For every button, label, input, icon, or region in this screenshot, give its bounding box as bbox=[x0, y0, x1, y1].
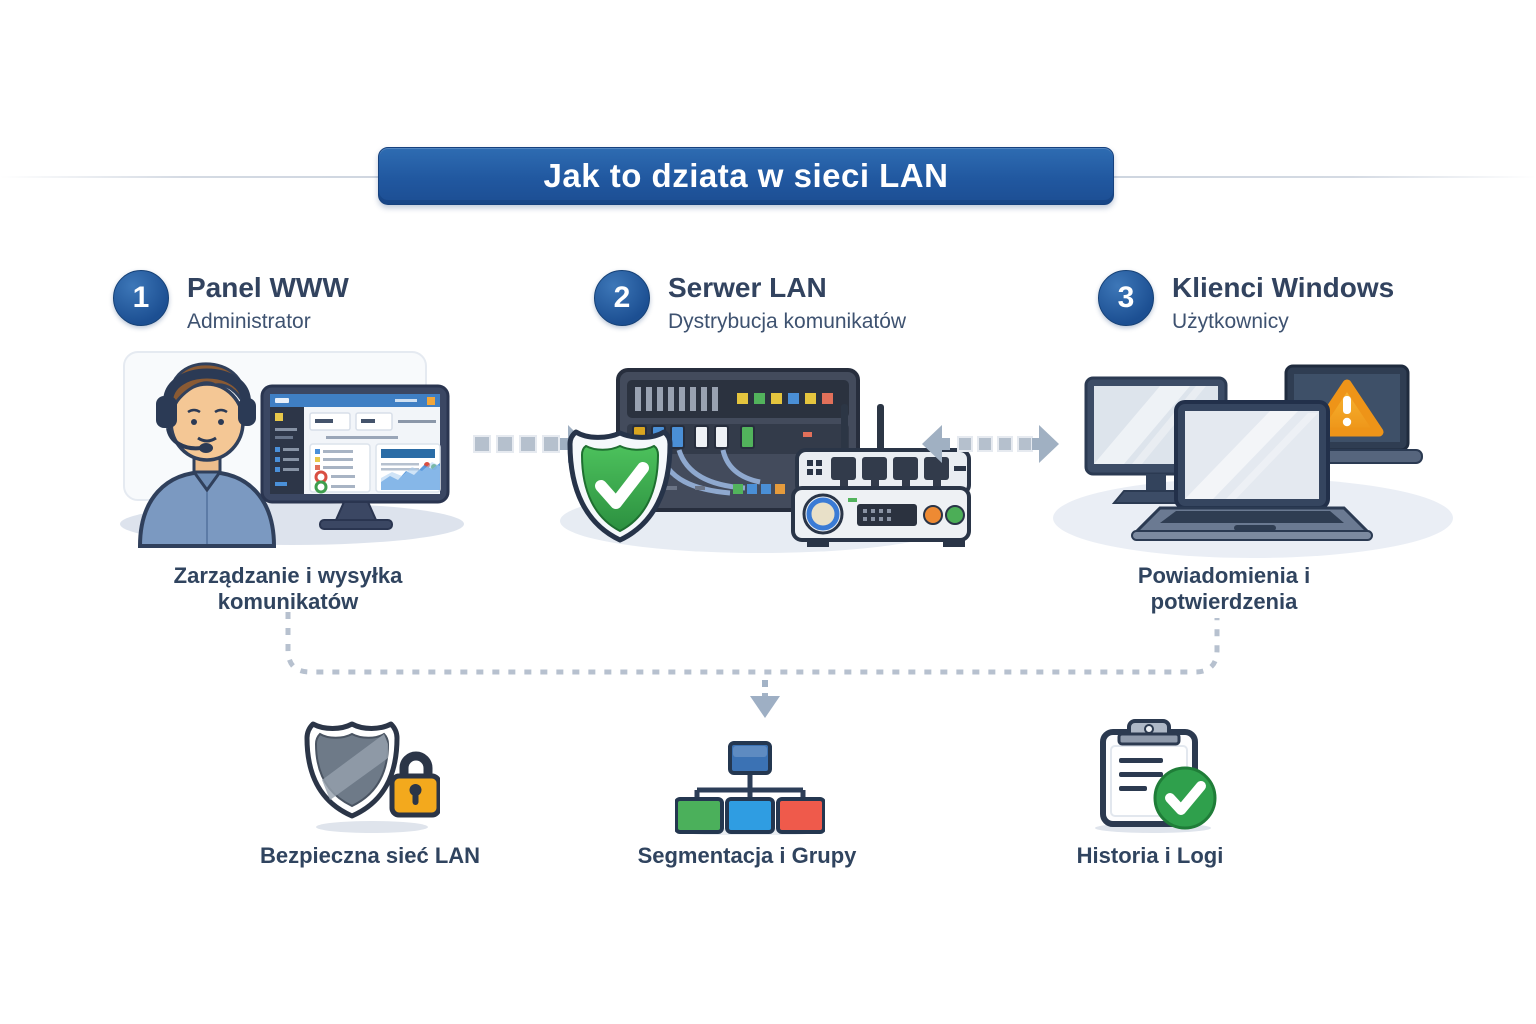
check-circle-icon bbox=[1153, 766, 1217, 830]
step-1-number-badge: 1 bbox=[113, 270, 169, 326]
headset-band bbox=[163, 368, 251, 403]
warning-triangle-icon bbox=[1310, 379, 1384, 437]
clipboard-check-icon bbox=[1095, 719, 1217, 833]
step-1-number: 1 bbox=[132, 281, 150, 314]
network-appliance bbox=[791, 486, 971, 547]
dashed-connector-line bbox=[285, 612, 1220, 718]
step-3-caption: Powiadomienia i potwierdzenia bbox=[1137, 563, 1311, 614]
feature-label-segmentation: Segmentacja i Grupy bbox=[637, 843, 857, 868]
step-3-text: Klienci Windows Użytkownicy bbox=[1172, 270, 1394, 334]
page-title: Jak to dziata w sieci LAN bbox=[543, 157, 949, 194]
step-2-title: Serwer LAN bbox=[668, 272, 827, 303]
step-3-title: Klienci Windows bbox=[1172, 272, 1395, 303]
admin-panel-monitor bbox=[260, 384, 450, 530]
arrow-both-ways-icon bbox=[922, 425, 1059, 463]
title-banner: Jak to dziata w sieci LAN bbox=[378, 147, 1114, 205]
network-tree-icon bbox=[675, 741, 825, 835]
windows-clients-illustration bbox=[1053, 364, 1453, 558]
front-laptop bbox=[1131, 400, 1373, 541]
step-1-text: Panel WWW Administrator bbox=[187, 270, 349, 334]
shield-check-icon bbox=[567, 429, 673, 543]
step-3-number-badge: 3 bbox=[1098, 270, 1154, 326]
step-3-number: 3 bbox=[1117, 281, 1135, 314]
headset-mic-boom bbox=[166, 427, 202, 451]
administrator-person bbox=[137, 362, 277, 548]
step-1-header: 1 Panel WWW Administrator bbox=[113, 270, 349, 334]
lock-icon bbox=[389, 751, 440, 818]
down-arrow-icon bbox=[750, 680, 780, 718]
router-device bbox=[795, 404, 971, 496]
step-2-subtitle: Dystrybucja komunikatów bbox=[668, 310, 907, 334]
step-3-subtitle: Użytkownicy bbox=[1172, 310, 1289, 334]
desktop-monitor bbox=[1084, 376, 1228, 504]
shield-lock-icon bbox=[304, 721, 440, 833]
admin-dashboard-illustration bbox=[120, 351, 464, 548]
lan-server-illustration bbox=[560, 368, 971, 553]
step-3-header: 3 Klienci Windows Użytkownicy bbox=[1098, 270, 1394, 334]
step-2-text: Serwer LAN Dystrybucja komunikatów bbox=[668, 270, 906, 334]
feature-label-history-logs: Historia i Logi bbox=[1076, 843, 1224, 868]
step-1-title: Panel WWW bbox=[187, 272, 349, 303]
step-2-number-badge: 2 bbox=[594, 270, 650, 326]
feature-label-secure-lan: Bezpieczna sieć LAN bbox=[259, 843, 481, 868]
step-1-subtitle: Administrator bbox=[187, 310, 311, 334]
step-2-number: 2 bbox=[613, 281, 631, 314]
step-2-header: 2 Serwer LAN Dystrybucja komunikatów bbox=[594, 270, 906, 334]
headset-earcup bbox=[156, 396, 177, 428]
step-1-caption: Zarządzanie i wysyłka komunikatów bbox=[173, 563, 403, 614]
